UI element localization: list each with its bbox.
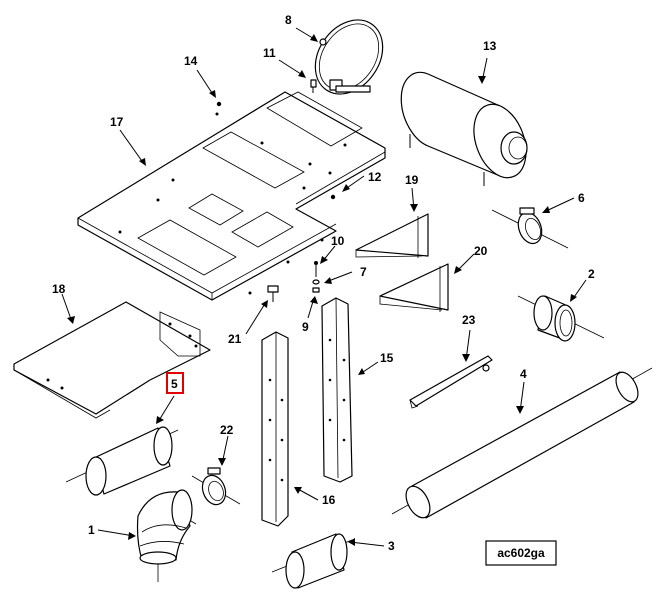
part-16-channel: [261, 331, 289, 527]
callout-11: 11: [263, 46, 276, 60]
part-2-coupler: [517, 295, 605, 342]
figure-id-box: ac602ga: [485, 540, 557, 566]
callout-2: 2: [588, 267, 595, 281]
callout-23: 23: [462, 313, 476, 327]
part-6-clamp: [491, 207, 569, 249]
callout-8: 8: [285, 13, 292, 27]
callout-20: 20: [474, 244, 488, 258]
part-20-bracket: [379, 263, 449, 312]
part-13-cylinder: [400, 71, 528, 186]
figure-id: ac602ga: [497, 546, 545, 560]
part-23-rail: [409, 355, 493, 409]
callout-10: 10: [331, 234, 345, 248]
callout-6: 6: [578, 191, 585, 205]
callout-14: 14: [184, 54, 198, 68]
callout-3: 3: [388, 539, 395, 553]
callout-5-highlight-box: [166, 372, 184, 394]
callout-21: 21: [228, 332, 242, 346]
part-14-screw: [216, 101, 222, 107]
callout-22: 22: [220, 423, 234, 437]
part-11-screw: [310, 79, 317, 93]
part-15-channel: [321, 297, 353, 483]
callout-12: 12: [368, 170, 382, 184]
callout-labels: 8 11 14 17 13 12 19 6 10 7 20 2 9 21 18 …: [52, 13, 595, 553]
callout-13: 13: [483, 39, 497, 53]
part-19-bracket: [355, 213, 429, 258]
part-18-plate: [13, 301, 211, 419]
part-12-screw: [330, 194, 336, 200]
callout-7: 7: [360, 265, 367, 279]
part-4-tube: [391, 367, 653, 519]
part-8-clamp-ring: [314, 19, 384, 95]
callout-15: 15: [380, 351, 394, 365]
callout-5: 5: [171, 377, 178, 391]
part-10-washer: [314, 261, 318, 277]
callout-4: 4: [520, 367, 527, 381]
callout-19: 19: [405, 173, 419, 187]
callout-18: 18: [52, 282, 66, 296]
callout-1: 1: [88, 523, 95, 537]
callout-leaders: [61, 27, 587, 547]
callout-16: 16: [322, 493, 336, 507]
part-17-base-plate: [77, 91, 386, 301]
part-9-nut: [312, 287, 320, 293]
part-5-tube: [65, 426, 179, 496]
part-22-clamp: [191, 467, 241, 506]
part-1-elbow: [136, 489, 197, 582]
callout-9: 9: [302, 320, 309, 334]
part-21-stud: [267, 285, 279, 302]
part-3-tube: [271, 533, 353, 589]
part-7-washer: [312, 279, 320, 285]
callout-17: 17: [110, 115, 124, 129]
